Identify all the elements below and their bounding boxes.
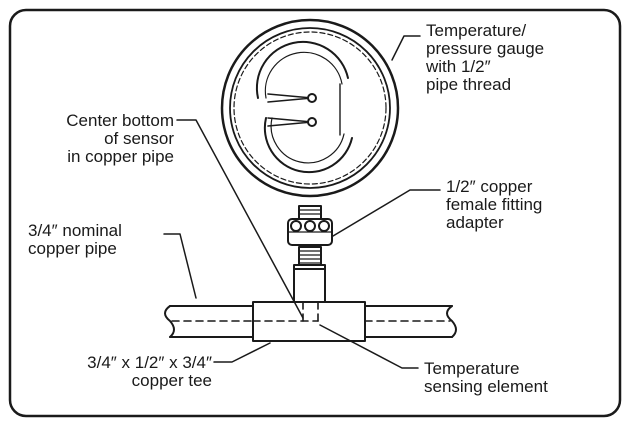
label-sensor-center: Center bottom of sensor in copper pipe xyxy=(66,111,174,166)
pressure-gauge xyxy=(220,18,400,198)
leader-nominal-pipe xyxy=(163,233,197,299)
label-adapter: 1/2″ copper female fitting adapter xyxy=(446,177,543,232)
leader-sensor-center xyxy=(176,119,304,319)
label-tee: 3/4″ x 1/2″ x 3/4″ copper tee xyxy=(87,353,212,390)
diagram-frame xyxy=(8,8,622,418)
label-gauge: Temperature/ pressure gauge with 1/2″ pi… xyxy=(426,21,545,94)
leader-tee xyxy=(213,342,271,363)
label-nominal-pipe: 3/4″ nominal copper pipe xyxy=(28,221,122,258)
label-sensing-element: Temperature sensing element xyxy=(424,359,548,396)
leader-gauge xyxy=(391,35,421,61)
female-fitting-adapter xyxy=(287,205,333,266)
leader-adapter xyxy=(332,189,441,237)
leader-sensing-element xyxy=(319,324,419,369)
leader-lines xyxy=(163,35,441,369)
copper-tee xyxy=(171,264,451,342)
